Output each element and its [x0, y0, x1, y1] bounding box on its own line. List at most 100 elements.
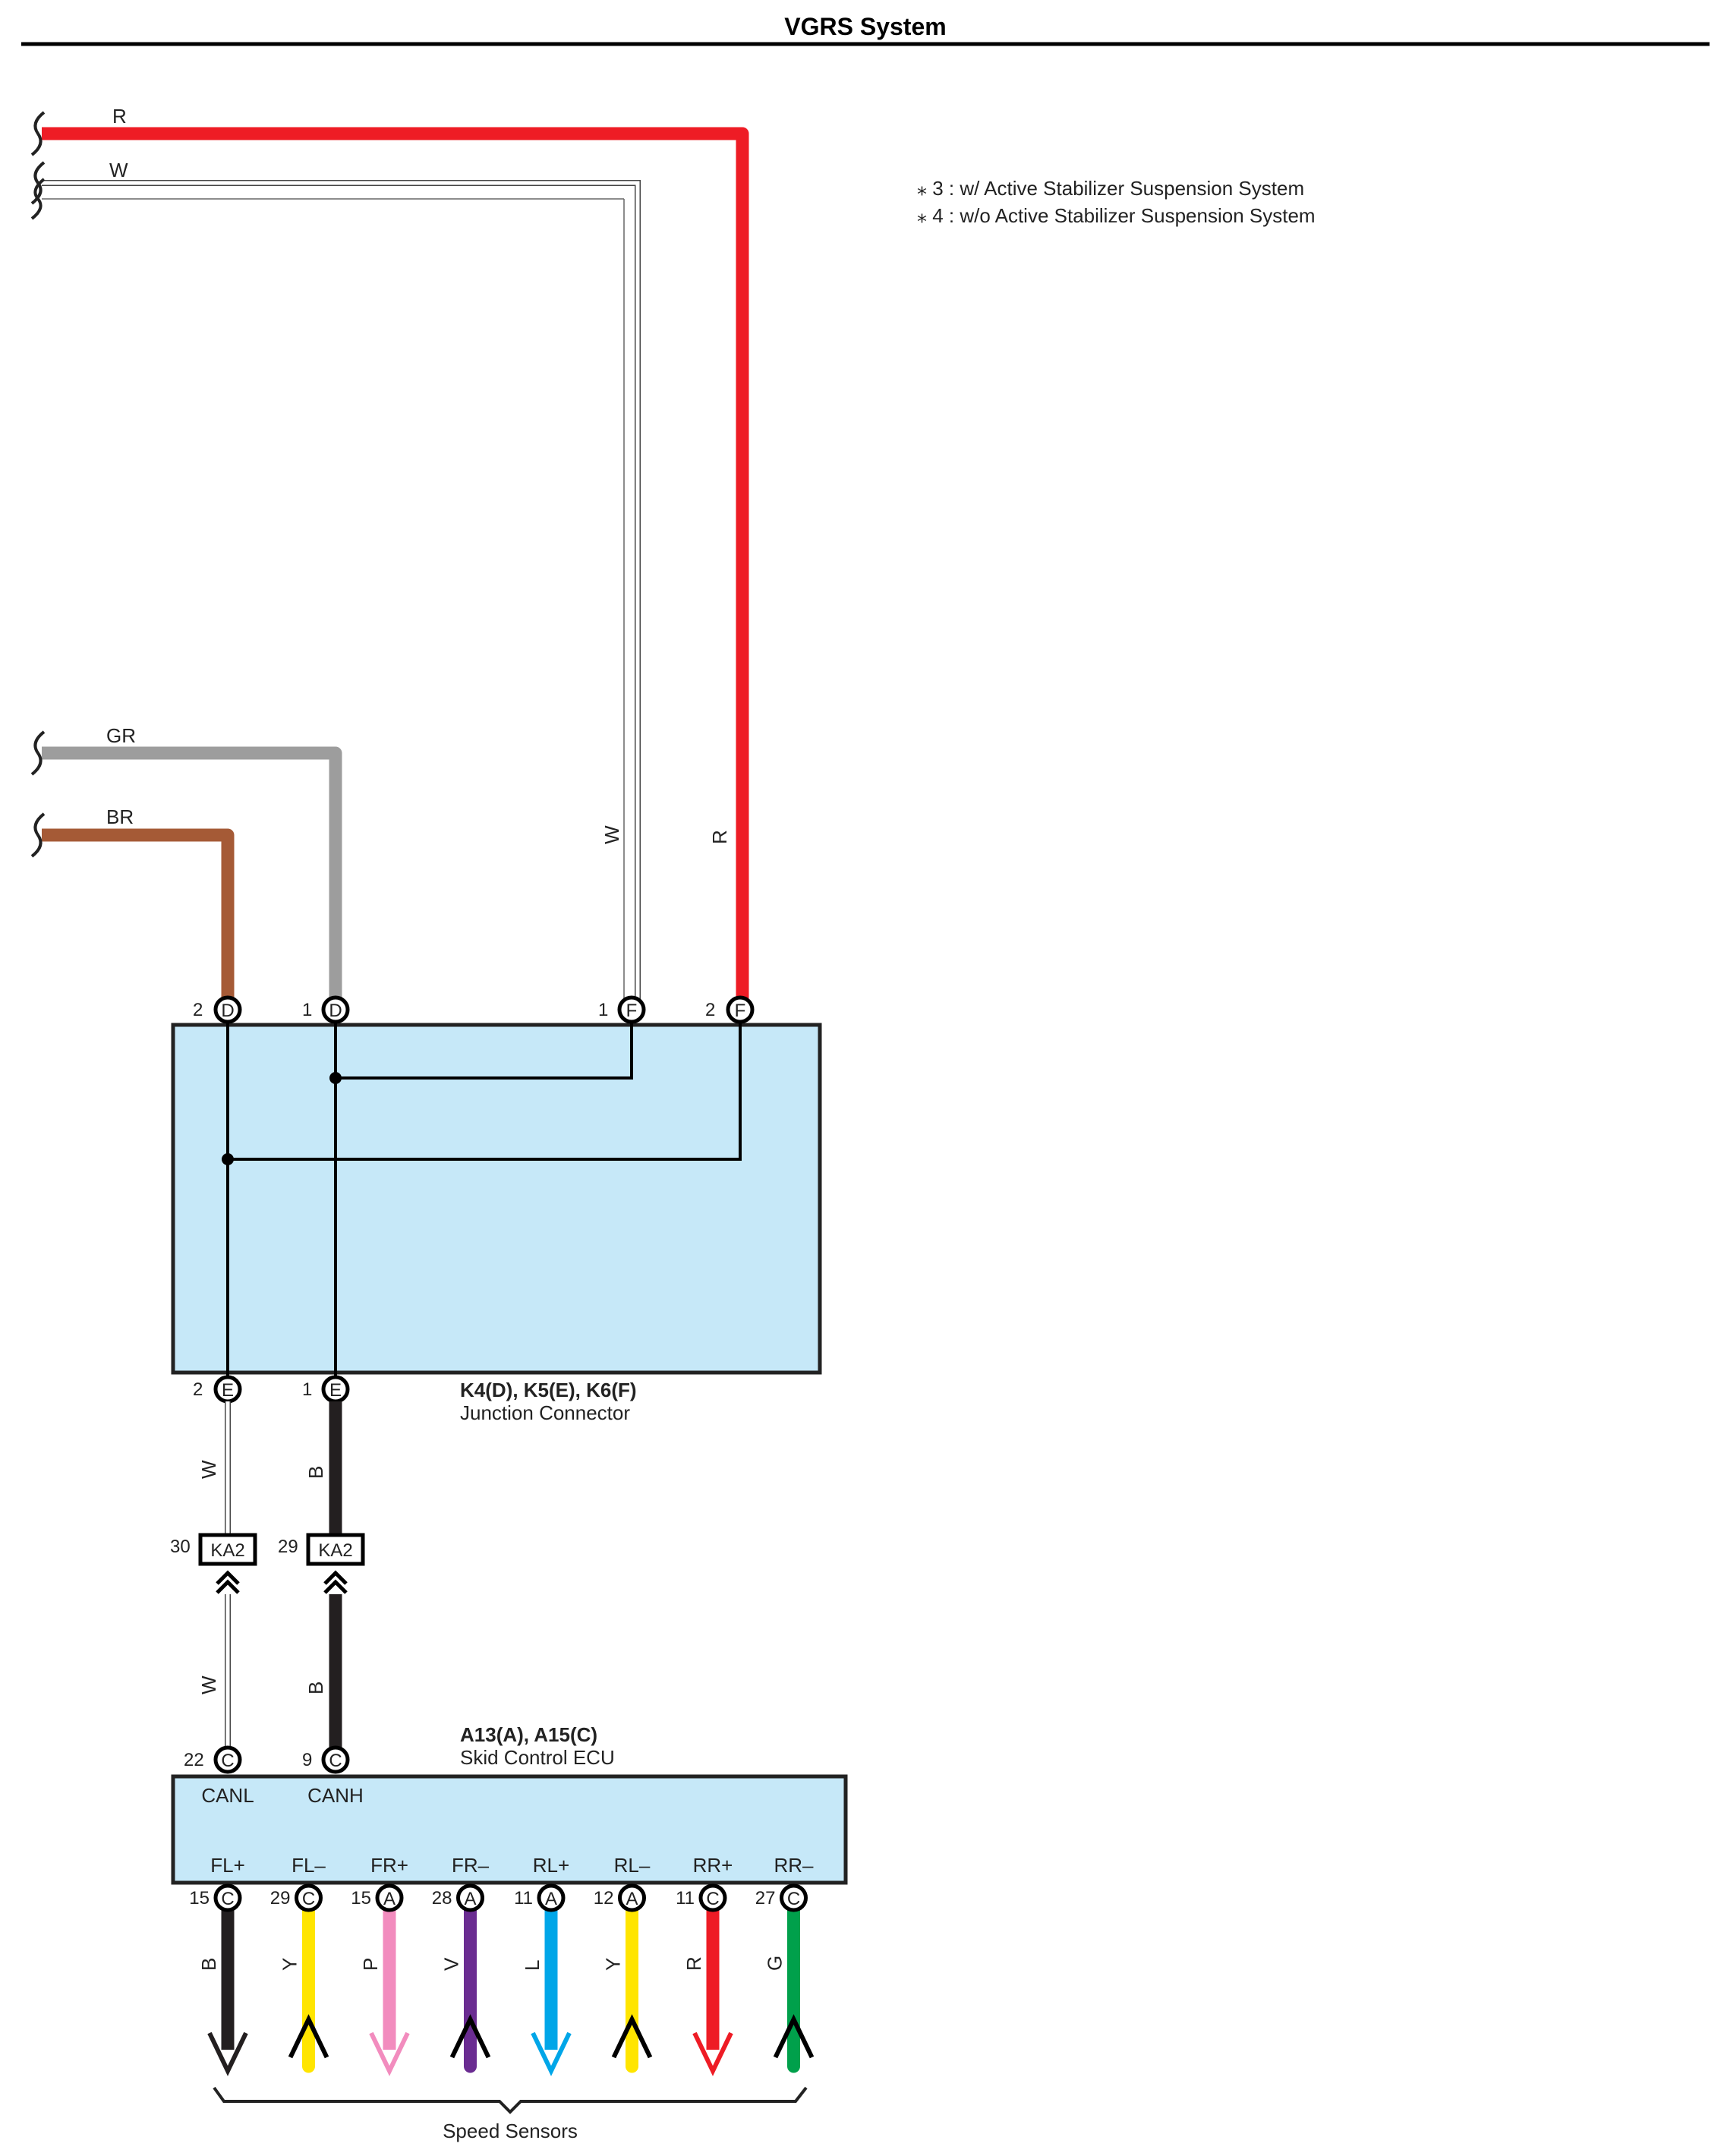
splice-dot — [329, 1072, 342, 1084]
wire-gr-label: GR — [106, 724, 136, 747]
ecu-sensor-pin: FR+ P 15 A — [351, 1854, 410, 2076]
ecu-name: Skid Control ECU — [460, 1746, 615, 1769]
pin-number: 12 — [594, 1888, 614, 1909]
wire-r-top — [42, 127, 749, 1010]
pin-circle — [456, 1883, 484, 1912]
pin-number: 15 — [351, 1888, 371, 1909]
pin-connector: F — [626, 1001, 638, 1021]
wire-br-top — [42, 828, 235, 1010]
arrow-down-icon — [207, 2031, 248, 2076]
connector-code: KA2 — [318, 1540, 352, 1561]
splice-dot — [222, 1153, 234, 1165]
junction-code: K4(D), K5(E), K6(F) — [460, 1379, 637, 1401]
arrow-up-icon — [449, 2014, 491, 2059]
ecu-signal-label: FR+ — [370, 1854, 408, 1877]
wire-br-label: BR — [106, 805, 134, 828]
skid-control-ecu-box — [171, 1774, 848, 1885]
junction-name: Junction Connector — [460, 1401, 630, 1424]
ecu-signal-label: RR– — [774, 1854, 814, 1877]
wire-b-vlabel: B — [304, 1466, 327, 1479]
ecu-signal-label: RL+ — [533, 1854, 569, 1877]
wire-break-marks — [30, 111, 46, 858]
pin-connector: E — [329, 1380, 342, 1401]
pin-number: 1 — [302, 1379, 312, 1400]
ecu-signal-canh: CANH — [307, 1784, 364, 1807]
ecu-sensor-pin: RR– G 27 C — [755, 1854, 815, 2073]
ecu-signal-label: RL– — [614, 1854, 651, 1877]
speed-sensors-label: Speed Sensors — [443, 2120, 578, 2142]
sensor-wire-label: Y — [602, 1958, 625, 1971]
ecu-signal-label: FL– — [292, 1854, 326, 1877]
pin-connector: C — [787, 1889, 800, 1909]
arrow-down-icon — [531, 2031, 572, 2076]
pin-number: 29 — [270, 1888, 291, 1909]
sensor-wire-label: Y — [279, 1958, 301, 1971]
pin-number: 29 — [278, 1537, 298, 1557]
pin-connector: A — [464, 1889, 476, 1909]
wire-w-vlabel: W — [197, 1460, 220, 1479]
arrow-up-icon — [773, 2014, 815, 2059]
pin-number: 1 — [598, 1000, 608, 1020]
pin-circle — [537, 1883, 566, 1912]
ecu-sensor-pin: FL– Y 29 C — [270, 1854, 329, 2073]
junction-pin: 2 E — [193, 1375, 242, 1404]
arrow-up-icon — [288, 2014, 329, 2059]
pin-connector: D — [329, 1001, 342, 1021]
pin-number: 9 — [302, 1750, 312, 1770]
wire-w-vlabel: W — [197, 1675, 220, 1694]
ecu-pin: 22 C — [184, 1745, 242, 1774]
pin-circle — [698, 1883, 727, 1912]
note-4: ⁎ 4 : w/o Active Stabilizer Suspension S… — [917, 204, 1316, 227]
pin-connector: A — [383, 1889, 396, 1909]
ecu-code: A13(A), A15(C) — [460, 1723, 597, 1746]
connector-code: KA2 — [210, 1540, 244, 1561]
pin-connector: D — [221, 1001, 234, 1021]
pin-connector: C — [706, 1889, 719, 1909]
pin-number: 11 — [676, 1888, 695, 1909]
pin-number: 2 — [193, 1000, 203, 1020]
pin-connector: E — [222, 1380, 234, 1401]
ecu-pin: 9 C — [302, 1745, 350, 1774]
pin-number: 27 — [755, 1888, 776, 1909]
ecu-sensor-pin: RR+ R 11 C — [676, 1854, 733, 2076]
pin-number: 28 — [432, 1888, 452, 1909]
ecu-signal-label: FR– — [452, 1854, 490, 1877]
sensor-wire-label: R — [682, 1956, 705, 1971]
inline-connector: 29 KA2 — [278, 1533, 365, 1594]
sensor-wire-label: L — [521, 1960, 544, 1971]
pin-number: 30 — [170, 1537, 191, 1557]
pin-connector: A — [545, 1889, 557, 1909]
note-3: ⁎ 3 : w/ Active Stabilizer Suspension Sy… — [917, 177, 1304, 200]
junction-pin: 1 D — [302, 995, 350, 1024]
pin-circle — [295, 1883, 323, 1912]
pin-connector: C — [329, 1751, 342, 1771]
ecu-signal-label: FL+ — [210, 1854, 245, 1877]
pin-number: 2 — [705, 1000, 715, 1020]
sensor-wire-label: G — [764, 1956, 786, 1971]
pin-circle — [618, 1883, 646, 1912]
pin-number: 2 — [193, 1379, 203, 1400]
sensor-wire-label: P — [359, 1958, 382, 1971]
pin-connector: C — [221, 1889, 234, 1909]
wire-b-vlabel: B — [304, 1682, 327, 1694]
pin-connector: C — [302, 1889, 315, 1909]
wire-r-vlabel: R — [708, 830, 731, 844]
wire-gr-top — [42, 746, 342, 1010]
junction-connector-box — [171, 1023, 822, 1375]
inline-connector: 30 KA2 — [170, 1533, 257, 1594]
pin-number: 15 — [189, 1888, 210, 1909]
junction-pin: 1 E — [302, 1375, 350, 1404]
wire-r-label: R — [112, 105, 127, 128]
pin-circle — [780, 1883, 808, 1912]
pin-circle — [375, 1883, 404, 1912]
sensor-wire-label: V — [440, 1957, 463, 1971]
junction-pin: 2 F — [705, 995, 755, 1024]
junction-pin: 1 F — [598, 995, 646, 1024]
arrow-down-icon — [692, 2031, 733, 2076]
ecu-signal-label: RR+ — [693, 1854, 733, 1877]
